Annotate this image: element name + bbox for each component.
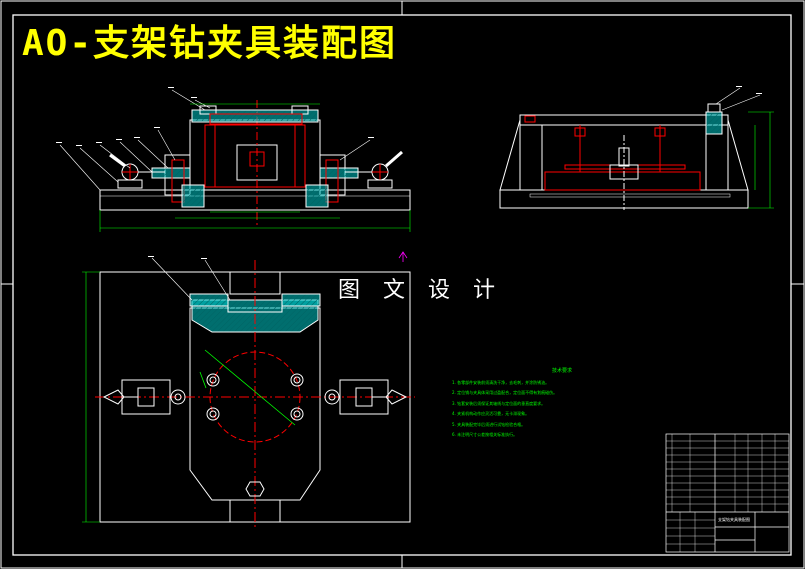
technical-notes: 技术要求 1. 各零部件安装前须清洗干净，去毛刺，并涂防锈油。 2. 定位销与夹…	[452, 366, 652, 441]
top-view	[82, 256, 415, 530]
technical-note-line: 6. 未注明尺寸公差按相关标准执行。	[452, 432, 518, 437]
watermark-text: 图 文 设 计	[338, 278, 503, 303]
technical-note-line: 4. 夹紧机构动作应灵活可靠，无卡滞现象。	[452, 411, 530, 416]
title-block-drawing-name: 支架钻夹具装配图	[718, 517, 750, 522]
drawing-title: AO-支架钻夹具装配图	[22, 23, 398, 64]
technical-note-line: 1. 各零部件安装前须清洗干净，去毛刺，并涂防锈油。	[452, 379, 550, 385]
technical-note-line: 5. 夹具装配完毕后须进行试钻检验合格。	[452, 421, 526, 427]
view-marker	[398, 251, 408, 262]
technical-notes-heading: 技术要求	[551, 368, 572, 374]
technical-note-line: 3. 钻套安装后须保证其轴线与定位面的垂直度要求。	[452, 400, 546, 406]
front-view	[56, 87, 411, 232]
title-block	[665, 433, 790, 553]
technical-note-line: 2. 定位销与夹具体采用过盈配合，定位面不得有划痕碰伤。	[452, 390, 558, 395]
side-view	[499, 86, 774, 210]
